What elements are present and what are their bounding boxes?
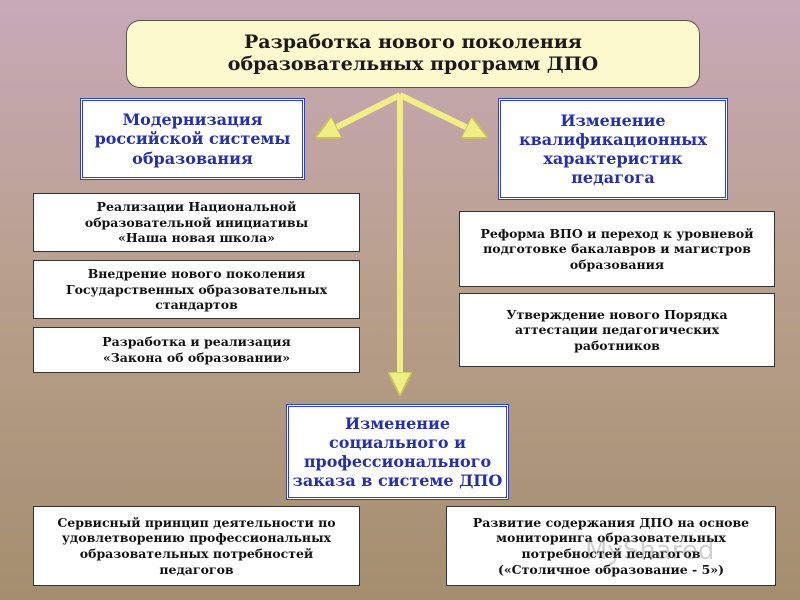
right-item-2: Утверждение нового Порядка аттестации пе… bbox=[459, 293, 775, 367]
left-item-1: Реализации Национальной образовательной … bbox=[33, 193, 360, 252]
diagram-title: Разработка нового поколения образователь… bbox=[126, 20, 700, 88]
right-item-1: Реформа ВПО и переход к уровневой подгот… bbox=[459, 211, 775, 287]
branch-modernization: Модернизация российской системы образова… bbox=[80, 98, 305, 180]
left-item-3: Разработка и реализация «Закона об образ… bbox=[33, 327, 360, 373]
branch-qualification: Изменение квалификационных характеристик… bbox=[498, 98, 728, 200]
branch-social-order: Изменение социального и профессиональног… bbox=[286, 404, 509, 500]
arrow-to-left-branch bbox=[325, 92, 402, 133]
left-item-2: Внедрение нового поколения Государственн… bbox=[33, 260, 360, 319]
bottom-item-1: Сервисный принцип деятельности по удовле… bbox=[33, 506, 360, 586]
bottom-item-2: Развитие содержания ДПО на основе монито… bbox=[446, 506, 776, 586]
arrow-to-right-branch bbox=[398, 92, 478, 133]
